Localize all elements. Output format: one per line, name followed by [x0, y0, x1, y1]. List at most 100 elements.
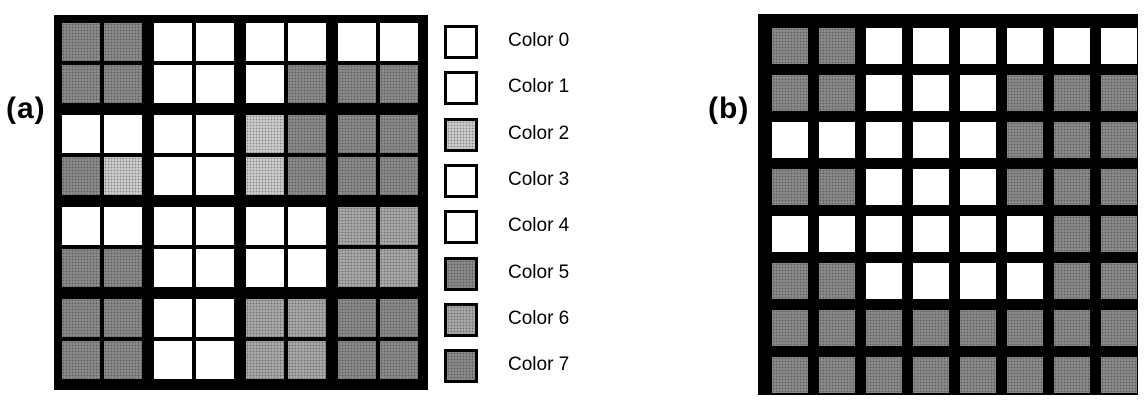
panel-a-label: (a) — [6, 92, 46, 125]
grid-b-cell — [819, 75, 855, 111]
grid-b-cell — [1101, 357, 1137, 393]
grid-b-cell — [1007, 357, 1043, 393]
grid-a-cell — [196, 207, 234, 245]
grid-a-cell — [338, 23, 376, 61]
grid-a-cell — [288, 115, 326, 153]
grid-b-cell — [772, 357, 808, 393]
grid-b-cell — [819, 216, 855, 252]
grid-a-cell — [246, 115, 284, 153]
grid-b-cell — [866, 310, 902, 346]
grid-a-cell — [246, 299, 284, 337]
grid-a-cell — [246, 65, 284, 103]
grid-a-cell — [246, 157, 284, 195]
grid-a-cell — [154, 299, 192, 337]
grid-b-cell — [1101, 216, 1137, 252]
grid-a-cell — [196, 249, 234, 287]
grid-b-cell — [866, 75, 902, 111]
grid-b-cell — [1054, 75, 1090, 111]
grid-a-cell — [246, 23, 284, 61]
grid-a-cell — [196, 115, 234, 153]
grid-b-cell — [1007, 263, 1043, 299]
grid-b-cell — [960, 216, 996, 252]
grid-b-cell — [819, 28, 855, 64]
grid-a-cell — [104, 249, 142, 287]
grid-b-cell — [1101, 263, 1137, 299]
grid-a-cell — [154, 249, 192, 287]
legend-item: Color 3 — [444, 161, 624, 201]
grid-a-cell — [288, 299, 326, 337]
grid-a-cell — [196, 23, 234, 61]
grid-b-cell — [866, 263, 902, 299]
grid-a-cell — [288, 23, 326, 61]
panel-b-label: (b) — [708, 92, 750, 125]
grid-b-cell — [1054, 169, 1090, 205]
grid-a-cell — [338, 299, 376, 337]
grid-b-cell — [772, 28, 808, 64]
grid-b-cell — [1054, 310, 1090, 346]
grid-b-cell — [1007, 28, 1043, 64]
legend-item: Color 4 — [444, 207, 624, 247]
grid-b-cell — [819, 357, 855, 393]
grid-a-cell — [104, 65, 142, 103]
legend-item: Color 6 — [444, 300, 624, 340]
grid-a-cell — [62, 249, 100, 287]
legend-item: Color 5 — [444, 254, 624, 294]
grid-b-cell — [819, 263, 855, 299]
grid-b-cell — [913, 28, 949, 64]
grid-a-cell — [196, 299, 234, 337]
grid-a-cell — [104, 341, 142, 379]
grid-a-cell — [338, 249, 376, 287]
grid-b-cell — [913, 75, 949, 111]
grid-b-cell — [913, 169, 949, 205]
grid-a-cell — [104, 23, 142, 61]
grid-a-cell — [380, 341, 418, 379]
grid-b-cell — [819, 169, 855, 205]
grid-a-cell — [288, 65, 326, 103]
legend-label: Color 3 — [508, 168, 570, 190]
grid-b-cell — [772, 169, 808, 205]
grid-b-cell — [819, 122, 855, 158]
grid-a-cell — [246, 341, 284, 379]
grid-b-cell — [1007, 169, 1043, 205]
grid-a-cell — [196, 65, 234, 103]
grid-b-cell — [960, 75, 996, 111]
grid-b-cell — [1054, 216, 1090, 252]
legend-label: Color 4 — [508, 215, 570, 237]
grid-a-cell — [338, 157, 376, 195]
grid-a-cell — [154, 207, 192, 245]
grid-b-cell — [1007, 216, 1043, 252]
legend-swatch — [444, 210, 478, 245]
grid-a-cell — [62, 341, 100, 379]
grid-a-cell — [380, 299, 418, 337]
grid-a-cell — [154, 157, 192, 195]
grid-b-cell — [1101, 122, 1137, 158]
grid-a-cell — [62, 157, 100, 195]
grid-a-cell — [288, 157, 326, 195]
legend-item: Color 1 — [444, 68, 624, 108]
grid-a-cell — [104, 157, 142, 195]
legend-swatch — [444, 302, 478, 337]
grid-a-cell — [380, 23, 418, 61]
grid-b-cell — [772, 216, 808, 252]
grid-b-cell — [1054, 122, 1090, 158]
legend-swatch — [444, 256, 478, 291]
grid-b-cell — [1054, 357, 1090, 393]
grid-b-cell — [772, 122, 808, 158]
grid-a-cell — [196, 157, 234, 195]
grid-a-cell — [380, 207, 418, 245]
grid-b-cell — [866, 216, 902, 252]
legend-item: Color 7 — [444, 346, 624, 386]
grid-b-cell — [960, 357, 996, 393]
grid-a-cell — [154, 341, 192, 379]
grid-b-cell — [960, 28, 996, 64]
grid-a-cell — [104, 115, 142, 153]
grid-a-cell — [62, 207, 100, 245]
grid-b-cell — [866, 122, 902, 158]
grid-a-cell — [380, 249, 418, 287]
grid-a-cell — [104, 207, 142, 245]
grid-a-cell — [154, 115, 192, 153]
grid-a-cell — [62, 115, 100, 153]
grid-b-cell — [1101, 28, 1137, 64]
grid-a-cell — [338, 65, 376, 103]
grid-a-cell — [288, 341, 326, 379]
